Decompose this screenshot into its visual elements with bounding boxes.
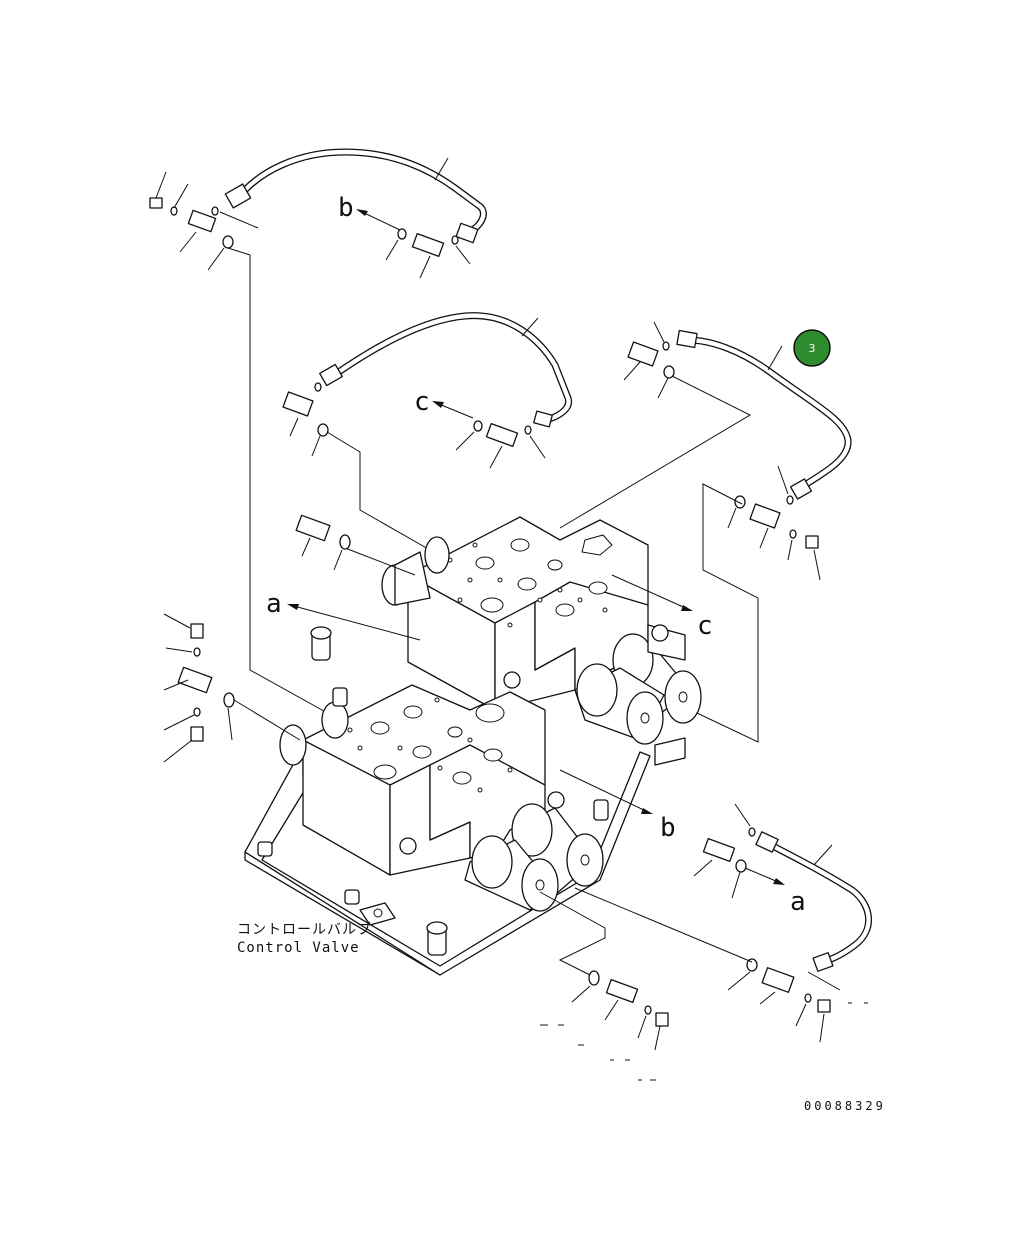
hose-assembly-right [623,321,852,581]
section-label-c-top: c [414,387,430,417]
arrow-a-head [287,604,299,610]
drawing-number: 00088329 [804,1099,886,1113]
arrow-c-line [611,574,691,611]
callout-number: 3 [809,342,816,355]
leader-upper-left [301,537,311,557]
fitting-set-bottom [539,887,753,1051]
arrow-c-head [681,605,693,611]
section-label-b-top: b [338,193,354,223]
caption-english: Control Valve [237,940,360,956]
section-label-a-left: a [266,589,282,619]
section-label-a-right: a [790,887,806,917]
routing-line-right [559,375,752,529]
routing-line-right-loop [679,483,759,743]
fitting-stack-left [163,613,301,763]
hose-assembly-top [149,148,487,279]
hose-assembly-middle [282,312,573,469]
section-label-c-right: c [697,611,713,641]
control-valve-upper [381,516,702,766]
fitting-upper-left [295,514,331,542]
routing-line-top [227,247,341,721]
routing-line-middle [326,431,431,551]
oring-upper-left [339,534,351,550]
leader-fitting-upper [344,547,416,576]
arrow-b-line [559,769,651,814]
caption-japanese: コントロールバルブ [237,921,372,938]
arrow-b-head [641,808,653,814]
section-label-b-right: b [660,813,676,843]
control-valve-lower [244,626,651,976]
hose-assembly-lower-right [693,803,873,1043]
arrow-a-line [289,604,421,641]
callout-badge [793,329,831,367]
leader-upper-left-2 [333,549,343,571]
stray-marks [540,1002,868,1081]
